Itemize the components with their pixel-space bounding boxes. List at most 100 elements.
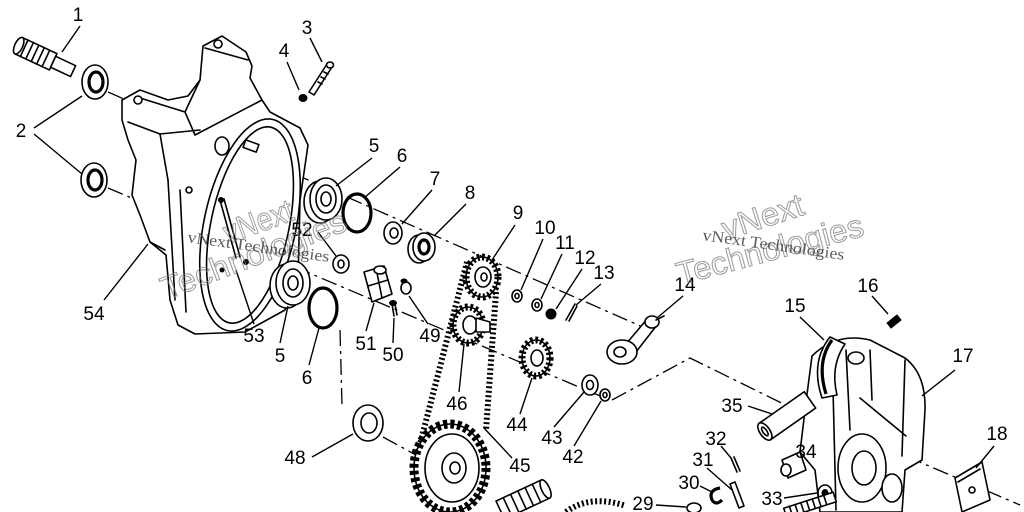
- washer-bore: [602, 391, 608, 399]
- leader-lines: [33, 25, 995, 508]
- part-53-pin: [218, 197, 249, 273]
- leader-42: [573, 400, 602, 447]
- fitting-knob: [780, 463, 792, 477]
- tube-bore: [760, 426, 769, 437]
- lever-pivot: [644, 315, 660, 329]
- callout-49: 49: [419, 326, 440, 347]
- cotter-pin-shaft: [565, 303, 578, 322]
- housing-hole-2: [213, 39, 223, 49]
- washer-bore: [514, 292, 520, 300]
- leader-50: [392, 317, 395, 344]
- leader-9: [491, 224, 516, 261]
- callout-34: 34: [795, 442, 817, 463]
- callout-9: 9: [513, 203, 524, 224]
- bearing-bore: [417, 238, 431, 256]
- washer-outer: [531, 298, 543, 312]
- fork-boss: [373, 265, 387, 275]
- callout-6-lower: 6: [302, 368, 313, 389]
- callout-43: 43: [541, 428, 562, 449]
- callout-53: 53: [243, 326, 264, 347]
- part-30-clip: [709, 486, 724, 505]
- leader-29: [655, 504, 687, 508]
- callout-17: 17: [952, 346, 973, 367]
- callout-13: 13: [593, 263, 614, 284]
- threaded-rod: [782, 491, 838, 512]
- washer-outer: [686, 502, 702, 512]
- part-32-cotter-pin: [730, 456, 741, 473]
- sprocket-hub: [441, 452, 467, 484]
- bearing-race: [315, 184, 337, 214]
- callout-44: 44: [506, 415, 528, 436]
- leader-16: [871, 295, 889, 315]
- leader-33: [783, 492, 818, 499]
- bearing-bore: [320, 191, 332, 207]
- callout-50: 50: [382, 345, 403, 366]
- callout-33: 33: [761, 489, 782, 510]
- bearing-race: [282, 268, 304, 298]
- callout-29: 29: [632, 494, 653, 512]
- lever-hub: [606, 339, 638, 365]
- pin-end-lower: [243, 259, 249, 265]
- leader-4: [286, 61, 300, 91]
- callout-5-lower: 5: [275, 346, 286, 367]
- part-7-washer: [383, 221, 403, 245]
- callout-16: 16: [857, 276, 878, 297]
- part-10-washer: [511, 289, 523, 303]
- part-50-screw: [389, 300, 398, 317]
- leader-5-upper: [335, 157, 373, 187]
- bolt-thread: [317, 71, 329, 85]
- chain-right-run: [483, 291, 499, 431]
- screw-body: [886, 314, 902, 329]
- housing-gasket-inner: [205, 126, 295, 324]
- plate-rim: [957, 468, 981, 483]
- centerline-right-housing: [879, 444, 1021, 506]
- leader-35: [747, 405, 773, 415]
- washer-bore: [585, 379, 595, 391]
- callout-10: 10: [534, 218, 555, 239]
- part-18-bracket-plate: [954, 461, 991, 512]
- leader-53: [235, 269, 255, 325]
- leader-48: [311, 433, 354, 458]
- part-2-seals: [80, 64, 109, 198]
- housing-bracket-lines: [127, 47, 263, 181]
- shaft-splines: [502, 483, 542, 512]
- leader-3: [309, 37, 323, 63]
- part-13-cotter-pin: [565, 303, 578, 322]
- housing-boss-upper: [214, 136, 230, 156]
- sprocket-bore: [449, 461, 461, 475]
- callout-8: 8: [465, 183, 476, 204]
- leader-6-lower: [308, 327, 320, 366]
- part-48-thrust-washer: [352, 404, 384, 442]
- rod-thread: [788, 494, 828, 512]
- leader-6-upper: [363, 166, 401, 199]
- leader-51: [365, 302, 375, 332]
- sprocket-hub: [474, 266, 492, 288]
- leader-43: [553, 391, 585, 428]
- leader-49: [408, 295, 429, 325]
- washer-outer: [599, 388, 611, 402]
- washer-outer: [332, 254, 350, 274]
- part-42-washer: [599, 388, 611, 402]
- callout-11: 11: [555, 233, 575, 254]
- nut-body: [545, 308, 557, 320]
- washer-bore: [360, 412, 378, 434]
- leader-12: [555, 268, 583, 310]
- gear-teeth: [518, 336, 554, 380]
- callout-51: 51: [355, 334, 376, 355]
- part-6-o-ring-upper: [341, 192, 373, 234]
- callout-3: 3: [302, 18, 313, 39]
- callout-5-upper: 5: [369, 136, 380, 157]
- shaft-end: [12, 36, 25, 55]
- pin-shaft: [729, 481, 745, 509]
- callout-7: 7: [430, 169, 441, 190]
- cotter-pin-shaft: [730, 456, 741, 473]
- callout-18: 18: [986, 424, 1007, 445]
- sprocket-bore: [480, 272, 488, 282]
- washer-outer: [581, 374, 599, 396]
- part-45-large-sprocket: [409, 419, 491, 512]
- part-17-right-housing: [799, 337, 926, 512]
- chain-left-run: [415, 261, 470, 453]
- washer-outer: [352, 404, 384, 442]
- part-43-washer: [581, 374, 599, 396]
- part-3-bolt: [308, 61, 335, 96]
